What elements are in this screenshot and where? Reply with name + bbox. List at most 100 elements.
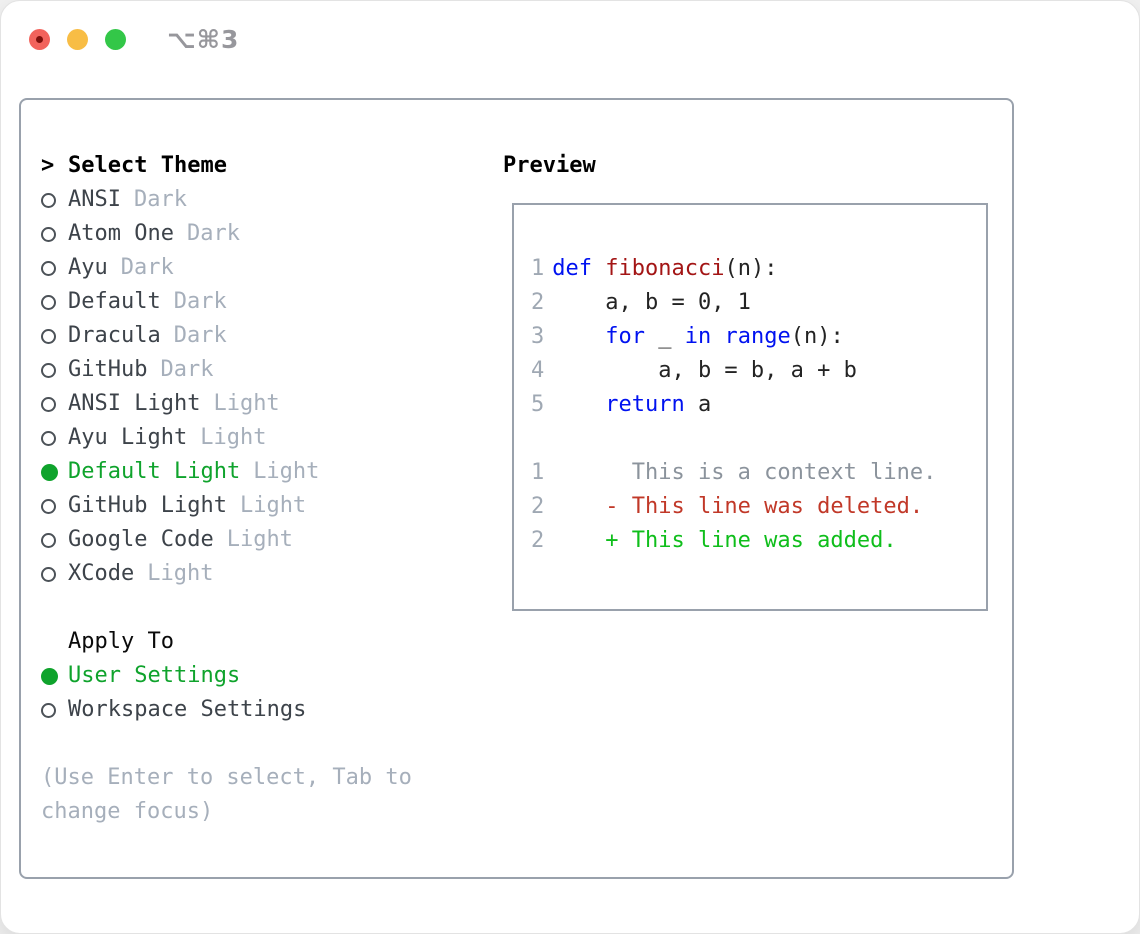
- code-line: 2 a, b = 0, 1: [531, 286, 986, 320]
- line-number: 1: [531, 256, 545, 281]
- radio-icon: [41, 328, 56, 344]
- apply-option-label: User Settings: [68, 663, 241, 688]
- code-line: 1 def fibonacci(n):: [531, 252, 986, 286]
- radio-icon: [41, 294, 56, 310]
- theme-item[interactable]: ANSI Light Light: [21, 387, 491, 421]
- theme-item[interactable]: ANSI Dark: [21, 183, 491, 217]
- theme-name: ANSI: [68, 187, 121, 212]
- radio-icon: [41, 532, 56, 548]
- radio-icon: [41, 667, 58, 685]
- minimize-button-icon[interactable]: [67, 29, 88, 50]
- code-line: 5 return a: [531, 388, 986, 422]
- theme-variant: Dark: [173, 323, 227, 348]
- zoom-button-icon[interactable]: [105, 29, 126, 50]
- line-number: 1: [531, 460, 545, 485]
- line-number: 4: [531, 358, 545, 383]
- theme-name: Atom One: [68, 221, 174, 246]
- radio-icon: [41, 498, 56, 514]
- theme-variant: Light: [200, 425, 267, 450]
- radio-icon: [41, 396, 56, 412]
- theme-name: GitHub: [68, 357, 148, 382]
- line-content: + This line was added.: [552, 528, 897, 553]
- theme-item[interactable]: GitHub Light Light: [21, 489, 491, 523]
- apply-to-list: User Settings Workspace Settings: [21, 659, 491, 727]
- radio-icon: [41, 192, 56, 208]
- preview-heading-label: Preview: [503, 153, 596, 178]
- code-line: 1 This is a context line.: [531, 456, 986, 490]
- theme-name: Default: [68, 289, 161, 314]
- theme-item[interactable]: Default Light Light: [21, 455, 491, 489]
- theme-variant: Dark: [186, 221, 240, 246]
- window-title: ⌥⌘3: [167, 25, 240, 54]
- help-text-line-1: (Use Enter to select, Tab to: [41, 765, 412, 790]
- radio-icon: [41, 362, 56, 378]
- theme-variant: Light: [253, 459, 320, 484]
- theme-name: Ayu: [68, 255, 108, 280]
- theme-item[interactable]: Default Dark: [21, 285, 491, 319]
- theme-item[interactable]: Ayu Dark: [21, 251, 491, 285]
- radio-icon: [41, 566, 56, 582]
- line-number: 2: [531, 290, 545, 315]
- line-number: 3: [531, 324, 545, 349]
- apply-to-heading: Apply To: [21, 625, 491, 659]
- spacer: [21, 591, 491, 625]
- apply-option-label: Workspace Settings: [68, 697, 307, 722]
- apply-option[interactable]: Workspace Settings: [21, 693, 491, 727]
- line-content: a, b = 0, 1: [552, 290, 751, 315]
- line-number: [531, 422, 544, 456]
- theme-name: Ayu Light: [68, 425, 188, 450]
- preview-box: 1 def fibonacci(n): 2 a, b = 0, 1 3 for …: [512, 203, 988, 611]
- spacer: [21, 727, 491, 761]
- traffic-lights: [29, 29, 126, 50]
- theme-variant: Light: [226, 527, 293, 552]
- radio-icon: [41, 463, 58, 481]
- theme-variant: Dark: [120, 255, 174, 280]
- theme-item[interactable]: Google Code Light: [21, 523, 491, 557]
- theme-item[interactable]: XCode Light: [21, 557, 491, 591]
- theme-variant: Light: [213, 391, 280, 416]
- theme-item[interactable]: Ayu Light Light: [21, 421, 491, 455]
- apply-option[interactable]: User Settings: [21, 659, 491, 693]
- line-content: - This line was deleted.: [552, 494, 924, 519]
- radio-icon: [41, 226, 56, 242]
- code-line: 2 + This line was added.: [531, 524, 986, 558]
- theme-variant: Dark: [173, 289, 227, 314]
- select-theme-heading-label: Select Theme: [68, 153, 227, 178]
- line-content: def fibonacci(n):: [552, 256, 778, 281]
- line-number: 5: [531, 392, 545, 417]
- theme-name: Google Code: [68, 527, 214, 552]
- line-number: 2: [531, 528, 545, 553]
- theme-item[interactable]: GitHub Dark: [21, 353, 491, 387]
- theme-name: GitHub Light: [68, 493, 227, 518]
- code-line: [531, 422, 986, 456]
- line-number: 2: [531, 494, 545, 519]
- preview-code: 1 def fibonacci(n): 2 a, b = 0, 1 3 for …: [514, 205, 986, 558]
- theme-variant: Dark: [133, 187, 187, 212]
- apply-to-heading-label: Apply To: [68, 629, 174, 654]
- code-line: 3 for _ in range(n):: [531, 320, 986, 354]
- line-content: a, b = b, a + b: [552, 358, 857, 383]
- theme-variant: Light: [147, 561, 214, 586]
- help-text-line-2: change focus): [41, 799, 214, 824]
- theme-name: ANSI Light: [68, 391, 201, 416]
- code-line: 4 a, b = b, a + b: [531, 354, 986, 388]
- line-content: for _ in range(n):: [605, 324, 844, 349]
- close-button-icon[interactable]: [29, 29, 50, 50]
- select-theme-heading: > Select Theme: [21, 149, 491, 183]
- title-bar: ⌥⌘3: [1, 1, 1139, 78]
- theme-name: Default Light: [68, 459, 241, 484]
- radio-icon: [41, 702, 56, 718]
- theme-name: XCode: [68, 561, 135, 586]
- prompt-icon: >: [41, 153, 55, 178]
- theme-item[interactable]: Atom One Dark: [21, 217, 491, 251]
- theme-variant: Light: [239, 493, 307, 518]
- radio-icon: [41, 430, 56, 446]
- theme-variant: Dark: [160, 357, 214, 382]
- code-line: 2 - This line was deleted.: [531, 490, 986, 524]
- radio-icon: [41, 260, 56, 276]
